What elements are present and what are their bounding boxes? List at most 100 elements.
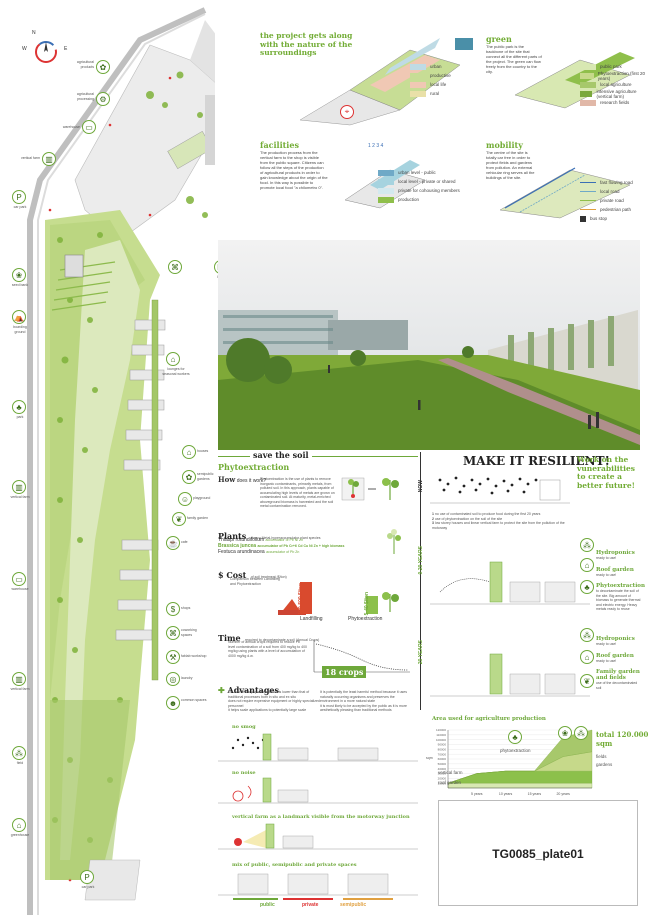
compass-n: N — [32, 30, 36, 36]
resilient-steps: 1 no use of contaminated soil to produce… — [432, 512, 565, 530]
area-chart: 1200001100001000009000080000700006000050… — [426, 728, 593, 796]
location-pin-icon: ⌖ — [340, 105, 354, 119]
gardens-chart-icon: ❀ — [558, 726, 572, 740]
landfill-label: Landfilling — [300, 616, 323, 622]
vertical-farm-icon: ▥ — [42, 152, 56, 166]
lounges-icon: ⌂ — [166, 352, 180, 366]
icon-agri-products: ✿agricultural products — [77, 60, 110, 74]
y-axis-label: sqm — [426, 756, 433, 760]
period2-diagram — [430, 653, 590, 697]
vertical-farm-3-icon: ▥ — [12, 672, 26, 686]
plant-row: Thlaspi rotundifolium accumulator of Pb … — [218, 537, 304, 543]
y-tick-label: 10000 — [438, 781, 447, 785]
landmark-diagram — [218, 823, 418, 850]
x-tick-label: 20 years — [556, 792, 570, 796]
plant-row: Festuca arundinacea accumulator of Pb Zn — [218, 549, 300, 555]
plant-illustration — [387, 529, 401, 554]
landfill-value: 100-500 $/ton — [298, 583, 304, 615]
y-tick-label: 100000 — [436, 738, 446, 742]
no-noise-diagram — [218, 777, 418, 804]
x-tick-label: 5 years — [471, 792, 483, 796]
how-heading: How does it work? — [218, 475, 267, 484]
phytoextraction-icon: ♣ — [580, 580, 594, 594]
x-tick-label: 15 years — [528, 792, 542, 796]
boarding-ground-icon: ⛺ — [12, 310, 26, 324]
field-icon: ⁂ — [12, 746, 26, 760]
compass-icon — [35, 41, 57, 63]
mobility-diagram — [499, 167, 631, 219]
advantages-right: It is potentially the least harmful meth… — [320, 690, 407, 712]
facilities-legend: urban level - public local level - priva… — [378, 168, 460, 204]
area-label-fields: fields — [596, 754, 607, 759]
greenhouse-icon: ⌂ — [12, 818, 26, 832]
phyto-value: 5-40 $/ton — [364, 592, 370, 616]
time-text: Number of annual crops required to reduc… — [228, 640, 307, 658]
car-park-icon: P — [12, 190, 26, 204]
facilities-text: The production process from the vertical… — [260, 150, 328, 190]
roof-garden-2-icon: ⌂ — [580, 650, 594, 664]
phyto-label: Phytoextraction — [348, 616, 383, 622]
no-smog-diagram — [218, 733, 418, 762]
y-tick-label: 50000 — [438, 762, 447, 766]
project-diagram — [299, 38, 473, 126]
area-label-phyto: phytoextraction — [500, 748, 531, 753]
y-tick-label: 120000 — [436, 728, 446, 732]
common-spaces-icon: ☻ — [166, 696, 180, 710]
y-tick-label: 90000 — [438, 743, 447, 747]
x-tick-label: 10 years — [499, 792, 513, 796]
warehouse-icon: ▭ — [82, 120, 96, 134]
resilient-divider — [420, 452, 421, 710]
mobility-text: The centre of the site is totally car fr… — [486, 150, 535, 180]
green-legend: public park Phytoextraction (first 20 ye… — [580, 62, 650, 107]
compass-e: E — [64, 46, 68, 52]
mobility-title: mobility — [486, 140, 523, 150]
y-tick-label: 60000 — [438, 757, 447, 761]
project-legend: urban productive local life rural — [410, 62, 451, 98]
roof-garden-icon: ⌂ — [580, 558, 594, 572]
y-tick-label: 70000 — [438, 752, 447, 756]
zone-public: public — [260, 902, 275, 908]
now-diagram — [430, 476, 570, 504]
cost-illustration — [278, 582, 399, 615]
semipublic-gardens-icon: ✿ — [182, 470, 196, 484]
plants-heading: Plants Heavy Metal-hyperaccumulator plan… — [218, 531, 321, 541]
y-tick-label: 40000 — [438, 767, 447, 771]
project-title: the project gets along with the nature o… — [260, 31, 353, 57]
y-tick-label: 80000 — [438, 748, 447, 752]
y-tick-label: 30000 — [438, 772, 447, 776]
coworking-top-icon: ⌘ — [168, 260, 182, 274]
area-label-gardens: gardens — [596, 762, 613, 767]
area-label-vertical-farm: vertical farm — [438, 770, 463, 775]
chart-axes — [447, 730, 592, 789]
plate-box: TG0085_plate01 — [438, 800, 638, 906]
period2-label: 20 YEARS — [418, 640, 424, 665]
time-heading: Time required to decontaminate a soil (A… — [218, 633, 320, 643]
caption-no-noise: no noise — [232, 770, 256, 776]
coworking-icon: ⌘ — [166, 626, 180, 640]
crops-badge: 18 crops — [322, 666, 367, 678]
plant-row: Brassica juncea accumulator of Pb Cr+6 C… — [218, 543, 345, 549]
green-text: The public park is the backbone of the s… — [486, 44, 542, 74]
playground-icon: ☺ — [178, 492, 192, 506]
advantages-left: the cost of the phytoremediation is lowe… — [228, 690, 320, 712]
phyto-process-diagram — [341, 477, 399, 501]
cafe-icon: ☕ — [166, 536, 180, 550]
hydroponics-2-icon: ⁂ — [580, 628, 594, 642]
caption-mix: mix of public, semipublic and private sp… — [232, 862, 357, 868]
caption-landmark: vertical farm as a landmark visible from… — [232, 814, 410, 820]
mobility-legend: fast flowing road local road private roa… — [580, 178, 633, 223]
plate-label: TG0085_plate01 — [492, 847, 584, 861]
compass-w: W — [22, 46, 27, 52]
y-tick-label: 20000 — [438, 777, 447, 781]
soil-subtitle: Phytoextraction — [218, 462, 290, 472]
site-plan — [27, 7, 215, 915]
agricultural-processing-icon: ⚙ — [96, 92, 110, 106]
fablab-icon: ⚒ — [166, 650, 180, 664]
soil-title: save the soil — [250, 450, 312, 460]
fields-chart-icon: ⁂ — [574, 726, 588, 740]
zone-private: private — [302, 902, 319, 908]
resilient-tagline: Work on the vunerabilities to create a b… — [577, 455, 635, 490]
mix-diagram — [218, 873, 418, 900]
facilities-title: facilities — [260, 140, 299, 150]
area-series-vertical-farm — [447, 783, 593, 789]
